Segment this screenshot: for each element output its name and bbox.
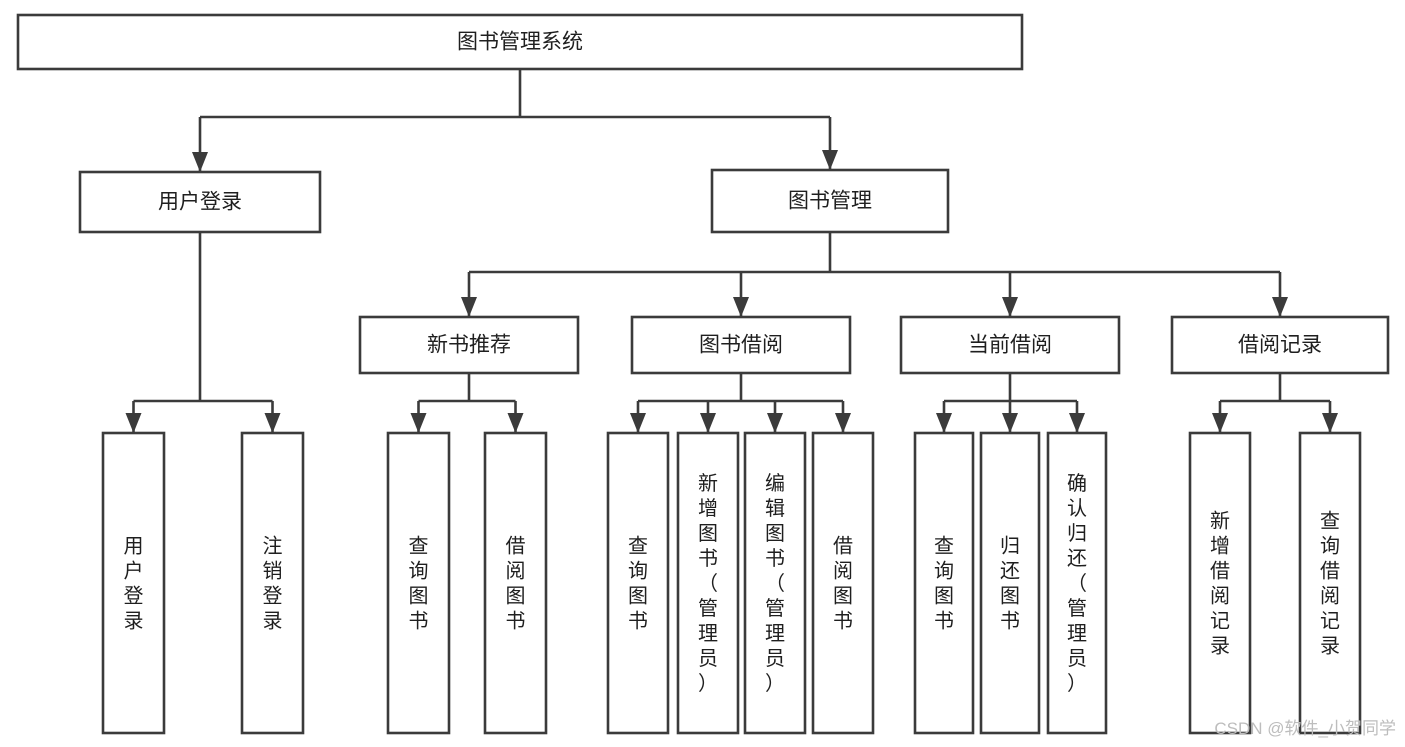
node-label: 借阅图书: [833, 535, 853, 633]
node-box: [483, 431, 548, 735]
node-box: [1170, 315, 1390, 375]
node-box: [1046, 431, 1108, 735]
node-label: 新增借阅记录: [1210, 510, 1230, 658]
node-box: [899, 315, 1121, 375]
arrow-head-icon: [507, 413, 524, 433]
arrow-head-icon: [767, 413, 783, 433]
node-leaf-query-record[interactable]: 查询借阅记录: [1298, 431, 1362, 735]
node-box: [606, 431, 670, 735]
node-label: 查询图书: [628, 535, 648, 633]
node-box: [386, 431, 451, 735]
node-book-borrow[interactable]: 图书借阅: [630, 315, 852, 375]
node-current-borrow[interactable]: 当前借阅: [899, 315, 1121, 375]
connector-layer: [125, 69, 1338, 433]
arrow-head-icon: [936, 413, 952, 433]
node-label: 图书管理: [788, 190, 872, 213]
arrow-head-icon: [835, 413, 851, 433]
node-label: 用户登录: [158, 191, 242, 214]
node-label: 注销登录: [263, 535, 283, 633]
arrow-head-icon: [1002, 413, 1018, 433]
arrow-head-icon: [1272, 297, 1288, 317]
node-label: 用户登录: [124, 536, 144, 633]
arrow-head-icon: [1212, 413, 1228, 433]
node-leaf-query-book-2[interactable]: 查询图书: [606, 431, 670, 735]
csdn-watermark: CSDN @软件_小贺同学: [1214, 719, 1396, 738]
arrow-head-icon: [1002, 297, 1018, 317]
node-leaf-user-login[interactable]: 用户登录: [101, 431, 166, 735]
node-box: [16, 13, 1024, 71]
node-box: [710, 168, 950, 234]
node-box: [1188, 431, 1252, 735]
node-box: [913, 431, 975, 735]
node-box: [811, 431, 875, 735]
node-label: 查询图书: [409, 535, 429, 633]
node-leaf-add-book[interactable]: 新增图书（管理员）: [676, 431, 740, 735]
node-box: [743, 431, 807, 735]
node-root[interactable]: 图书管理系统: [16, 13, 1024, 71]
arrow-head-icon: [125, 413, 142, 433]
node-label: 图书管理系统: [457, 31, 583, 54]
node-borrow-record[interactable]: 借阅记录: [1170, 315, 1390, 375]
node-box: [101, 431, 166, 735]
node-label: 图书借阅: [699, 334, 783, 357]
arrow-head-icon: [1322, 413, 1338, 433]
node-leaf-add-record[interactable]: 新增借阅记录: [1188, 431, 1252, 735]
node-label: 确认归还（管理员）: [1067, 472, 1087, 695]
node-label: 借阅记录: [1238, 334, 1322, 357]
node-leaf-return-book[interactable]: 归还图书: [979, 431, 1041, 735]
node-label: 归还图书: [1000, 535, 1020, 633]
arrow-head-icon: [630, 413, 646, 433]
node-box: [979, 431, 1041, 735]
node-label: 查询图书: [934, 535, 954, 633]
arrow-head-icon: [733, 297, 749, 317]
node-box: [240, 431, 305, 735]
node-label: 新增图书（管理员）: [698, 472, 718, 695]
node-book-manage[interactable]: 图书管理: [710, 168, 950, 234]
node-leaf-borrow-book-1[interactable]: 借阅图书: [483, 431, 548, 735]
node-box: [676, 431, 740, 735]
node-leaf-query-book-1[interactable]: 查询图书: [386, 431, 451, 735]
arrow-head-icon: [700, 413, 716, 433]
arrow-head-icon: [192, 152, 208, 172]
node-label: 当前借阅: [968, 334, 1052, 357]
arrow-head-icon: [1069, 413, 1085, 433]
arrow-head-icon: [461, 297, 477, 317]
node-box: [630, 315, 852, 375]
node-box: [358, 315, 580, 375]
node-label: 查询借阅记录: [1320, 510, 1340, 658]
arrow-head-icon: [410, 413, 427, 433]
node-leaf-query-book-3[interactable]: 查询图书: [913, 431, 975, 735]
node-label: 编辑图书（管理员）: [765, 472, 785, 695]
node-box: [1298, 431, 1362, 735]
node-leaf-edit-book[interactable]: 编辑图书（管理员）: [743, 431, 807, 735]
node-leaf-user-logout[interactable]: 注销登录: [240, 431, 305, 735]
node-new-book-recommend[interactable]: 新书推荐: [358, 315, 580, 375]
arrow-head-icon: [264, 413, 281, 433]
node-layer: 图书管理系统用户登录图书管理新书推荐图书借阅当前借阅借阅记录用户登录注销登录查询…: [16, 13, 1390, 735]
node-leaf-borrow-book-2[interactable]: 借阅图书: [811, 431, 875, 735]
node-label: 新书推荐: [427, 334, 511, 357]
arrow-head-icon: [822, 150, 838, 170]
node-box: [78, 170, 322, 234]
node-user-login[interactable]: 用户登录: [78, 170, 322, 234]
node-leaf-confirm-return[interactable]: 确认归还（管理员）: [1046, 431, 1108, 735]
node-label: 借阅图书: [506, 535, 526, 633]
